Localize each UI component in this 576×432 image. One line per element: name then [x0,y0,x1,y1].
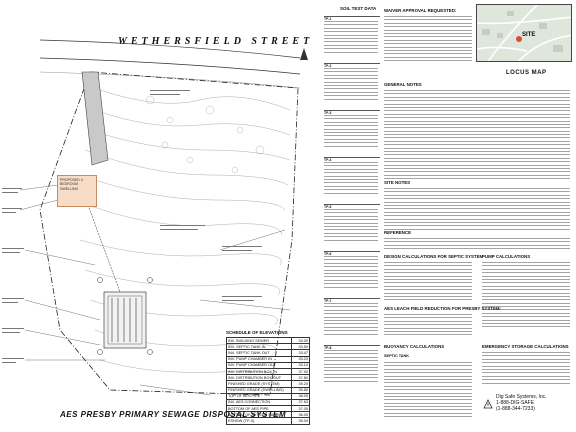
soil-test-label: TP-6 [324,252,332,256]
soil-test-text [324,162,378,194]
soil-test-block: TP-6 [324,251,380,290]
soil-test-label: TP-7 [324,299,332,303]
design-calc-heading: DESIGN CALCULATIONS FOR SEPTIC SYSTEM [384,254,484,259]
soil-test-text [324,350,378,382]
soil-test-block: TP-2 [324,63,380,102]
locus-map-drawing [477,5,571,61]
buoyancy-text [384,362,472,420]
soil-test-title: SOIL TEST DATA [340,6,377,11]
dig-safe-icon [483,399,493,409]
general-notes-text [384,90,570,182]
soil-test-text [324,68,378,100]
notes-panel: WAIVER APPROVAL REQUESTED: GENERAL NOTES… [384,8,572,428]
elevation-row: ESHGW (TP-3)35.00 [226,417,310,425]
proposed-dwelling: PROPOSED 4 BEDROOM DWELLING [57,175,97,207]
dig-safe-name: Dig Safe Systems, Inc. [496,394,547,400]
site-plan-drawing [2,39,308,396]
street-name: WETHERSFIELD STREET [118,36,314,47]
elevation-value: 35.00 [291,417,310,425]
soil-test-text [324,256,378,288]
dig-safe-phone: 1-888-DIG-SAFE [496,400,535,406]
aes-reduction-text [384,314,472,338]
pump-calc-heading: PUMP CALCULATIONS [482,254,531,259]
emergency-storage-heading: EMERGENCY STORAGE CALCULATIONS [482,344,569,349]
proposed-dwelling-label: PROPOSED 4 BEDROOM DWELLING [60,178,83,191]
buoyancy-heading: BUOYANCY CALCULATIONS [384,344,445,349]
waiver-text [384,16,472,63]
soil-test-block: TP-3 [324,110,380,149]
emergency-storage-text [482,352,570,386]
soil-test-label: TP-2 [324,64,332,68]
soil-test-label: TP-5 [324,205,332,209]
site-notes-heading: SITE NOTES [384,180,411,185]
soil-test-label: TP-4 [324,158,332,162]
soil-test-block: TP-1 [324,16,380,55]
soil-test-text [324,21,378,53]
soil-test-block: TP-4 [324,157,380,196]
elevation-schedule-title: SCHEDULE OF ELEVATIONS [226,330,288,335]
plan-title: AES PRESBY PRIMARY SEWAGE DISPOSAL SYSTE… [60,410,287,419]
soil-test-label: TP-8 [324,346,332,350]
soil-test-block: TP-7 [324,298,380,337]
soil-test-text [324,209,378,241]
locus-map [476,4,572,62]
dig-safe-info: Dig Safe Systems, Inc. 1-888-DIG-SAFE (1… [496,394,547,412]
design-calc-text [384,262,472,303]
aes-reduction-heading: AES LEACH FIELD REDUCTION FOR PRESBY SYS… [384,306,502,311]
site-notes-text [384,188,570,232]
site-plan: WETHERSFIELD STREET PROPOSED 4 BEDROOM D… [2,36,314,425]
soil-test-text [324,303,378,335]
soil-test-block: TP-5 [324,204,380,243]
reference-text [384,238,570,252]
soil-test-text [324,115,378,147]
pump-calc-text [482,262,570,330]
waiver-heading: WAIVER APPROVAL REQUESTED: [384,8,457,13]
elevation-schedule: SCHEDULE OF ELEVATIONS INV. BUILDING SEW… [226,330,310,425]
soil-test-label: TP-3 [324,111,332,115]
locus-site-label: SITE [522,32,536,38]
septic-tank-heading: SEPTIC TANK [384,354,410,358]
soil-test-block: TP-8 [324,345,380,384]
locus-map-title: LOCUS MAP [506,70,547,76]
general-notes-heading: GENERAL NOTES [384,82,422,87]
reference-heading: REFERENCE [384,230,412,235]
soil-test-label: TP-1 [324,17,332,21]
dig-safe-phone-numeric: (1-888-344-7233) [496,406,535,412]
